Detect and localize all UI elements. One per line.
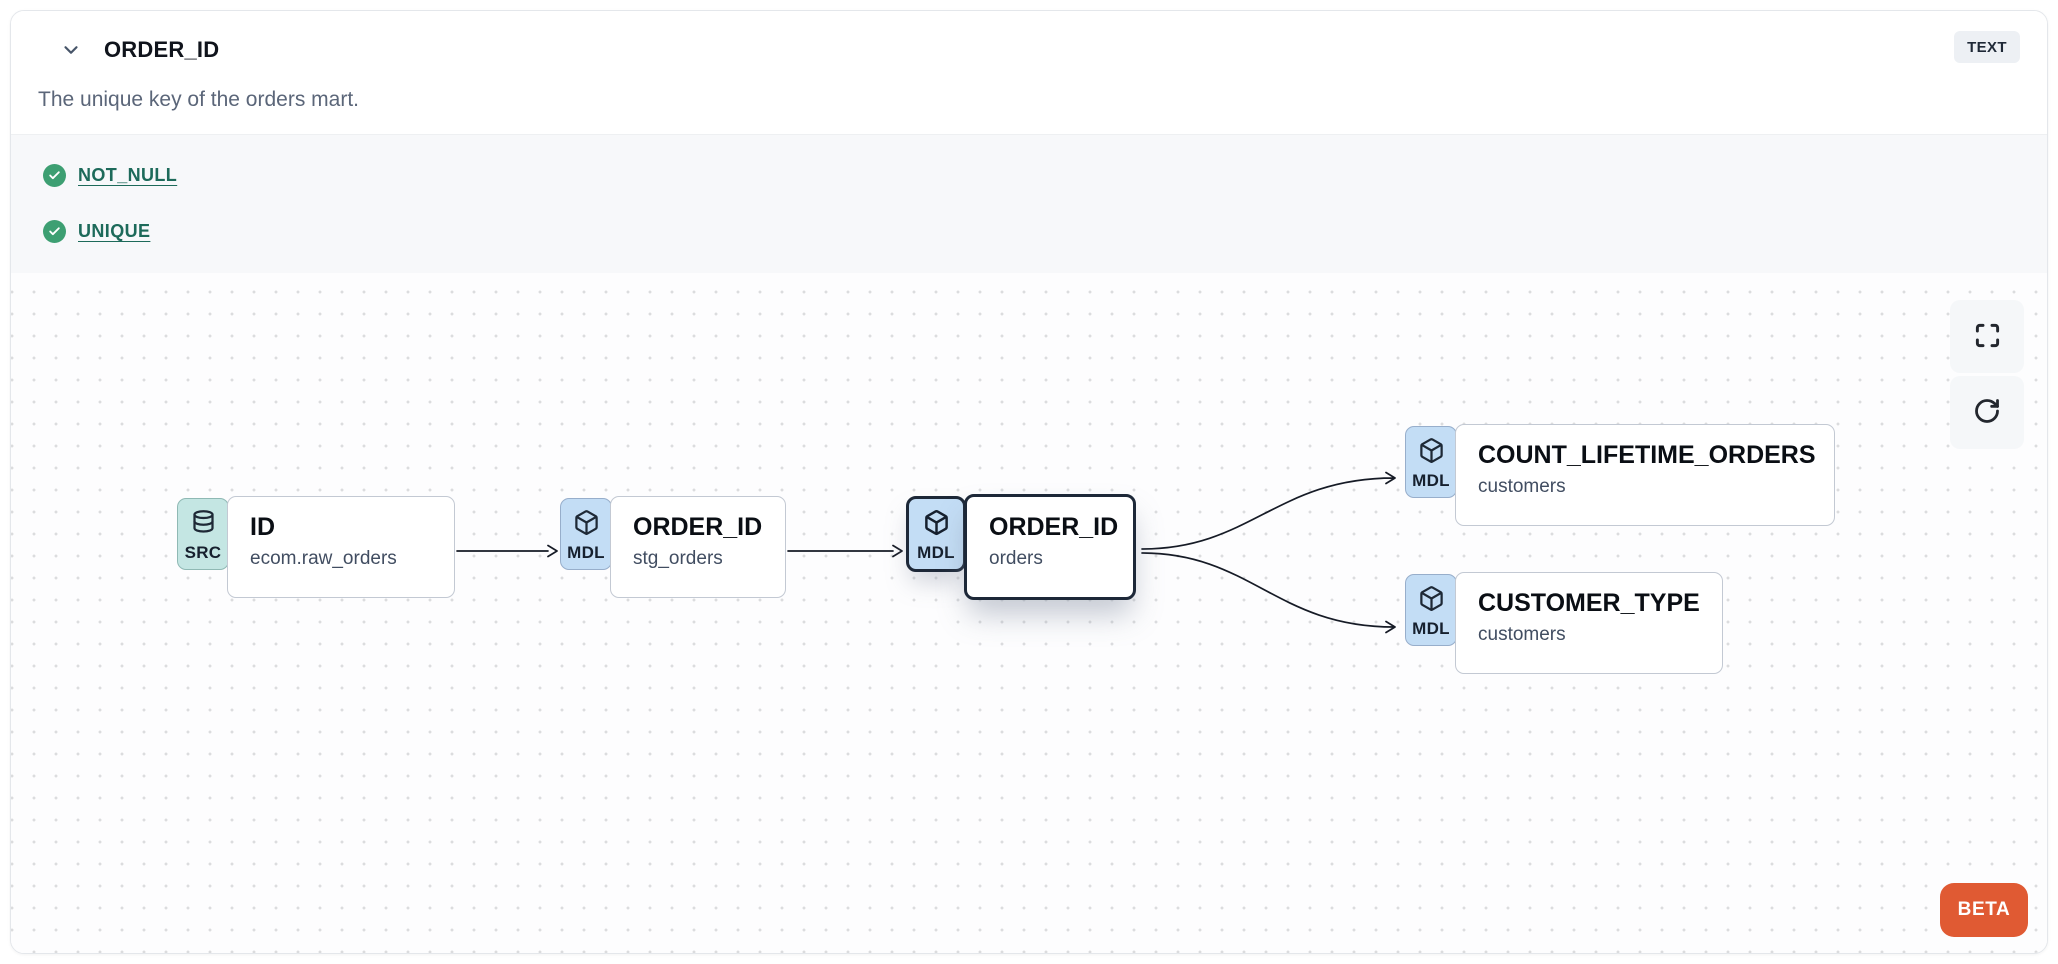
cube-icon [573,509,600,541]
node-badge-label: MDL [567,543,605,562]
check-circle-icon [43,163,66,187]
node-badge: SRC [177,498,229,570]
node-badge-label: MDL [917,543,955,562]
node-subtitle: customers [1478,624,1566,645]
test-row: UNIQUE [43,219,2047,243]
beta-badge: BETA [1940,883,2028,937]
node-title: ID [250,513,275,541]
node-subtitle: customers [1478,476,1566,497]
fullscreen-button[interactable] [1950,300,2024,373]
node-badge-label: SRC [184,543,222,562]
node-card: CUSTOMER_TYPE customers [1455,572,1723,674]
edge-staging-mart [787,544,903,558]
edge-mart-downstream-2 [1141,552,1396,634]
lineage-edges [456,471,1396,634]
node-badge: MDL [906,496,966,572]
header: ORDER_ID TEXT The unique key of the orde… [11,11,2047,134]
lineage-node-mart-selected[interactable]: MDL ORDER_ID orders [906,494,1136,600]
test-row: NOT_NULL [43,163,2047,187]
column-description: The unique key of the orders mart. [38,88,359,111]
cube-icon [923,509,950,541]
node-card: ID ecom.raw_orders [227,496,455,598]
node-badge: MDL [1405,426,1457,498]
node-card: ORDER_ID orders [964,494,1136,600]
lineage-node-downstream-2[interactable]: MDL CUSTOMER_TYPE customers [1405,572,1723,674]
node-badge: MDL [1405,574,1457,646]
edge-mart-downstream-1 [1141,471,1396,550]
edge-source-staging [456,544,558,558]
collapse-button[interactable] [55,35,87,67]
cube-icon [1418,437,1445,469]
node-subtitle: stg_orders [633,548,723,569]
lineage-canvas[interactable]: SRC ID ecom.raw_orders MDL ORDER_ID stg_… [11,273,2047,953]
column-title: ORDER_ID [104,37,220,62]
test-link-unique[interactable]: UNIQUE [78,220,151,241]
tests-section: NOT_NULL UNIQUE [11,134,2047,273]
database-icon [190,509,217,541]
fullscreen-icon [1974,322,2001,352]
column-detail-card: ORDER_ID TEXT The unique key of the orde… [10,10,2048,954]
cube-icon [1418,585,1445,617]
node-card: ORDER_ID stg_orders [610,496,786,598]
refresh-icon [1973,397,2001,428]
node-badge: MDL [560,498,612,570]
node-title: ORDER_ID [633,513,763,541]
lineage-node-downstream-1[interactable]: MDL COUNT_LIFETIME_ORDERS customers [1405,424,1835,526]
node-card: COUNT_LIFETIME_ORDERS customers [1455,424,1835,526]
column-type-badge: TEXT [1954,31,2020,63]
node-subtitle: orders [989,548,1043,569]
node-badge-label: MDL [1412,619,1450,638]
node-badge-label: MDL [1412,471,1450,490]
test-link-not-null[interactable]: NOT_NULL [78,164,178,185]
node-title: ORDER_ID [989,513,1119,541]
node-title: CUSTOMER_TYPE [1478,589,1700,617]
node-title: COUNT_LIFETIME_ORDERS [1478,441,1816,469]
check-circle-icon [43,219,66,243]
lineage-node-source[interactable]: SRC ID ecom.raw_orders [177,496,455,598]
refresh-button[interactable] [1950,376,2024,449]
chevron-down-icon [60,39,82,64]
lineage-node-staging[interactable]: MDL ORDER_ID stg_orders [560,496,786,598]
node-subtitle: ecom.raw_orders [250,548,397,569]
